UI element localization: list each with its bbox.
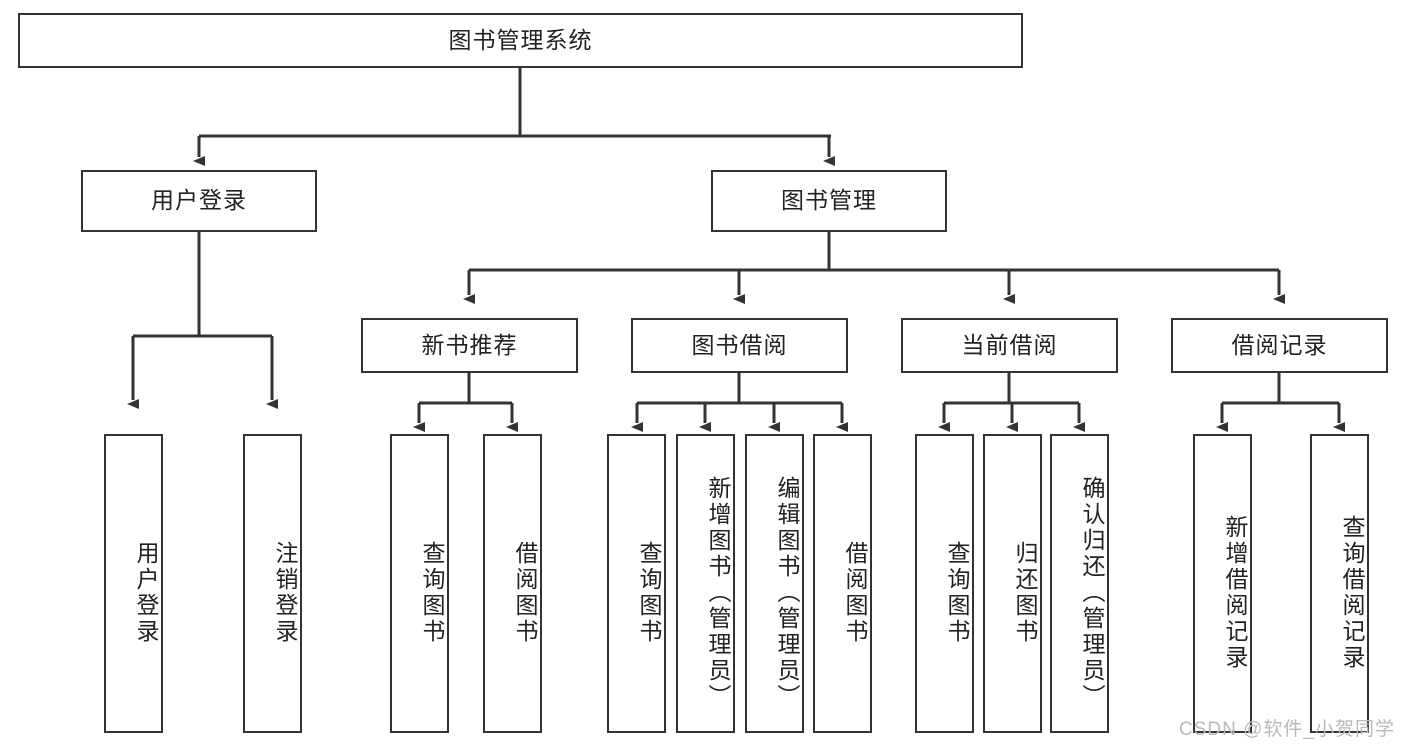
- leaf-label: 用户登录: [133, 540, 159, 645]
- leaf-confirm-return-admin[interactable]: 确认归还（管理员）: [1050, 434, 1109, 733]
- node-borrow-record[interactable]: 借阅记录: [1171, 318, 1388, 373]
- leaf-edit-book-admin[interactable]: 编辑图书（管理员）: [745, 434, 804, 733]
- leaf-query-borrow-record[interactable]: 查询借阅记录: [1310, 434, 1369, 733]
- leaf-borrow-book[interactable]: 借阅图书: [813, 434, 872, 733]
- leaf-label: 确认归还（管理员）: [1079, 475, 1105, 710]
- leaf-user-login[interactable]: 用户登录: [104, 434, 163, 733]
- leaf-label: 注销登录: [272, 540, 298, 645]
- node-new-book-recommend[interactable]: 新书推荐: [361, 318, 578, 373]
- leaf-label: 归还图书: [1012, 540, 1038, 645]
- leaf-add-borrow-record[interactable]: 新增借阅记录: [1193, 434, 1252, 733]
- leaf-label: 查询图书: [636, 540, 662, 645]
- leaf-user-logout[interactable]: 注销登录: [243, 434, 302, 733]
- leaf-label: 新增图书（管理员）: [705, 475, 731, 710]
- leaf-label: 查询图书: [419, 540, 445, 645]
- leaf-label: 编辑图书（管理员）: [774, 475, 800, 710]
- watermark-text: CSDN @软件_小贺同学: [1179, 719, 1395, 740]
- node-current-borrow[interactable]: 当前借阅: [901, 318, 1118, 373]
- leaf-query-book-recommend[interactable]: 查询图书: [390, 434, 449, 733]
- leaf-add-book-admin[interactable]: 新增图书（管理员）: [676, 434, 735, 733]
- leaf-query-book-current[interactable]: 查询图书: [915, 434, 974, 733]
- leaf-borrow-book-recommend[interactable]: 借阅图书: [483, 434, 542, 733]
- node-book-management[interactable]: 图书管理: [711, 170, 947, 232]
- node-user-login[interactable]: 用户登录: [81, 170, 317, 232]
- leaf-return-book[interactable]: 归还图书: [983, 434, 1042, 733]
- leaf-label: 新增借阅记录: [1222, 514, 1248, 671]
- leaf-label: 借阅图书: [842, 540, 868, 645]
- leaf-label: 查询借阅记录: [1339, 514, 1365, 671]
- leaf-query-book-borrow[interactable]: 查询图书: [607, 434, 666, 733]
- leaf-label: 借阅图书: [512, 540, 538, 645]
- node-root-system[interactable]: 图书管理系统: [18, 13, 1023, 68]
- leaf-label: 查询图书: [944, 540, 970, 645]
- node-book-borrow[interactable]: 图书借阅: [631, 318, 848, 373]
